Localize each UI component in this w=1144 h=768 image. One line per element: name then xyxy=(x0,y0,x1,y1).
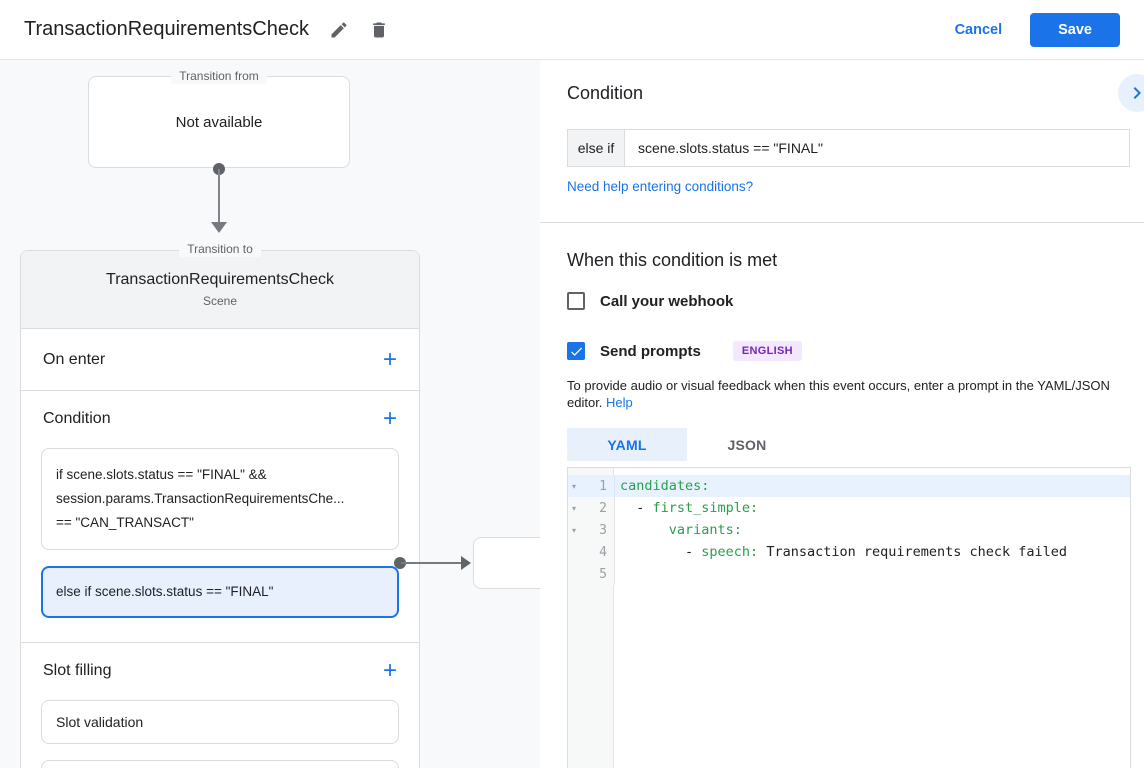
add-slot-button[interactable]: + xyxy=(382,657,397,684)
on-enter-row: On enter + xyxy=(21,329,419,391)
editor-line[interactable]: ▾2 - first_simple: xyxy=(568,497,1130,519)
scene-title: TransactionRequirementsCheck xyxy=(106,271,334,288)
line-number: 2 xyxy=(599,500,607,516)
condition-item-else-selected[interactable]: else if scene.slots.status == "FINAL" xyxy=(41,566,399,618)
page-title: TransactionRequirementsCheck xyxy=(24,18,309,40)
transition-to-card: Transition to TransactionRequirementsChe… xyxy=(20,242,420,768)
editor-line-gutter: ▾2 xyxy=(568,497,615,519)
webhook-checkbox[interactable] xyxy=(567,292,585,310)
line-number: 1 xyxy=(599,478,607,494)
arrow-down-icon xyxy=(211,222,227,233)
condition-line: else if scene.slots.status == "FINAL" xyxy=(56,584,274,599)
line-number: 3 xyxy=(599,522,607,538)
line-number: 5 xyxy=(599,566,607,582)
editor-tabs: YAML JSON xyxy=(567,428,807,461)
fold-arrow-icon[interactable]: ▾ xyxy=(572,481,577,491)
slot-item-transaction[interactable]: TransactionRequirementsCheck xyxy=(41,760,399,768)
connector-dot xyxy=(394,557,406,569)
send-prompts-checkbox[interactable] xyxy=(567,342,585,360)
slot-filling-label: Slot filling xyxy=(43,662,112,679)
language-badge: ENGLISH xyxy=(732,341,802,361)
edit-title-button[interactable] xyxy=(323,14,355,46)
conditions-help-link[interactable]: Need help entering conditions? xyxy=(567,179,754,194)
add-on-enter-button[interactable]: + xyxy=(382,345,397,373)
help-link[interactable]: Help xyxy=(606,395,633,410)
editor-line[interactable]: 5 xyxy=(568,563,1130,585)
top-bar: TransactionRequirementsCheck Cancel Save xyxy=(0,0,1144,60)
editor-line-code: - first_simple: xyxy=(620,500,759,516)
webhook-row: Call your webhook xyxy=(567,292,733,310)
transition-from-content: Not available xyxy=(175,113,263,131)
transition-from-node[interactable]: Transition from Not available xyxy=(88,69,350,168)
slot-item-validation[interactable]: Slot validation xyxy=(41,700,399,744)
chevron-right-icon xyxy=(1125,81,1144,105)
on-enter-label: On enter xyxy=(43,350,106,368)
editor-line-code: candidates: xyxy=(620,478,710,494)
condition-line: if scene.slots.status == "FINAL" && xyxy=(56,467,267,482)
prompt-description: To provide audio or visual feedback when… xyxy=(567,377,1129,411)
editor-line-gutter: 4 xyxy=(568,541,615,563)
save-button[interactable]: Save xyxy=(1030,12,1120,47)
condition-prefix: else if xyxy=(567,129,624,167)
transition-target-node[interactable] xyxy=(473,537,540,589)
editor-line[interactable]: ▾3 variants: xyxy=(568,519,1130,541)
fold-arrow-icon[interactable]: ▾ xyxy=(572,525,577,535)
condition-line: == "CAN_TRANSACT" xyxy=(56,515,194,530)
arrow-right-icon xyxy=(461,556,471,570)
editor-line-gutter: ▾3 xyxy=(568,519,615,541)
cancel-button[interactable]: Cancel xyxy=(954,21,1003,38)
editor-line[interactable]: 4 - speech: Transaction requirements che… xyxy=(568,541,1130,563)
condition-item-if[interactable]: if scene.slots.status == "FINAL" && sess… xyxy=(41,448,399,550)
check-icon xyxy=(569,344,584,359)
trash-icon xyxy=(369,20,389,40)
send-prompts-row: Send prompts ENGLISH xyxy=(567,341,802,361)
scene-card-header[interactable]: TransactionRequirementsCheck Scene xyxy=(21,251,419,329)
webhook-label[interactable]: Call your webhook xyxy=(600,292,734,310)
add-condition-button[interactable]: + xyxy=(382,405,397,432)
tab-json[interactable]: JSON xyxy=(727,436,767,453)
editor-line-code xyxy=(615,563,620,585)
fold-arrow-icon[interactable]: ▾ xyxy=(572,503,577,513)
panel-title: Condition xyxy=(567,83,644,103)
transition-from-legend: Transition from xyxy=(171,69,267,84)
condition-input-row: else if xyxy=(567,129,1130,167)
editor-line-gutter: 5 xyxy=(568,563,615,585)
prompt-description-text: To provide audio or visual feedback when… xyxy=(567,378,1110,410)
editor-line-gutter: ▾1 xyxy=(568,475,615,497)
connector-line-vertical xyxy=(218,169,220,223)
editor-line-code: variants: xyxy=(668,522,742,538)
slot-filling-section: Slot filling + Slot validation Transacti… xyxy=(21,643,419,768)
line-number: 4 xyxy=(599,544,607,560)
condition-detail-panel: Condition else if Need help entering con… xyxy=(540,60,1144,768)
condition-section-label: Condition xyxy=(43,410,111,427)
editor-line-code: - speech: Transaction requirements check… xyxy=(620,544,1068,560)
scene-diagram-canvas: Transition from Not available Transition… xyxy=(0,60,540,768)
delete-scene-button[interactable] xyxy=(363,14,395,46)
when-met-title: When this condition is met xyxy=(567,250,778,270)
connector-line-horizontal xyxy=(401,562,463,564)
condition-line: session.params.TransactionRequirementsCh… xyxy=(56,491,345,506)
pencil-icon xyxy=(329,20,349,40)
slot-item-label: Slot validation xyxy=(56,714,144,730)
tab-yaml[interactable]: YAML xyxy=(567,428,687,461)
transition-to-legend: Transition to xyxy=(179,242,261,257)
condition-section: Condition + if scene.slots.status == "FI… xyxy=(21,391,419,643)
scene-subtitle: Scene xyxy=(202,294,238,308)
send-prompts-label[interactable]: Send prompts xyxy=(600,342,701,360)
condition-input[interactable] xyxy=(624,129,1130,167)
collapse-panel-button[interactable] xyxy=(1118,74,1144,112)
divider xyxy=(540,222,1144,223)
